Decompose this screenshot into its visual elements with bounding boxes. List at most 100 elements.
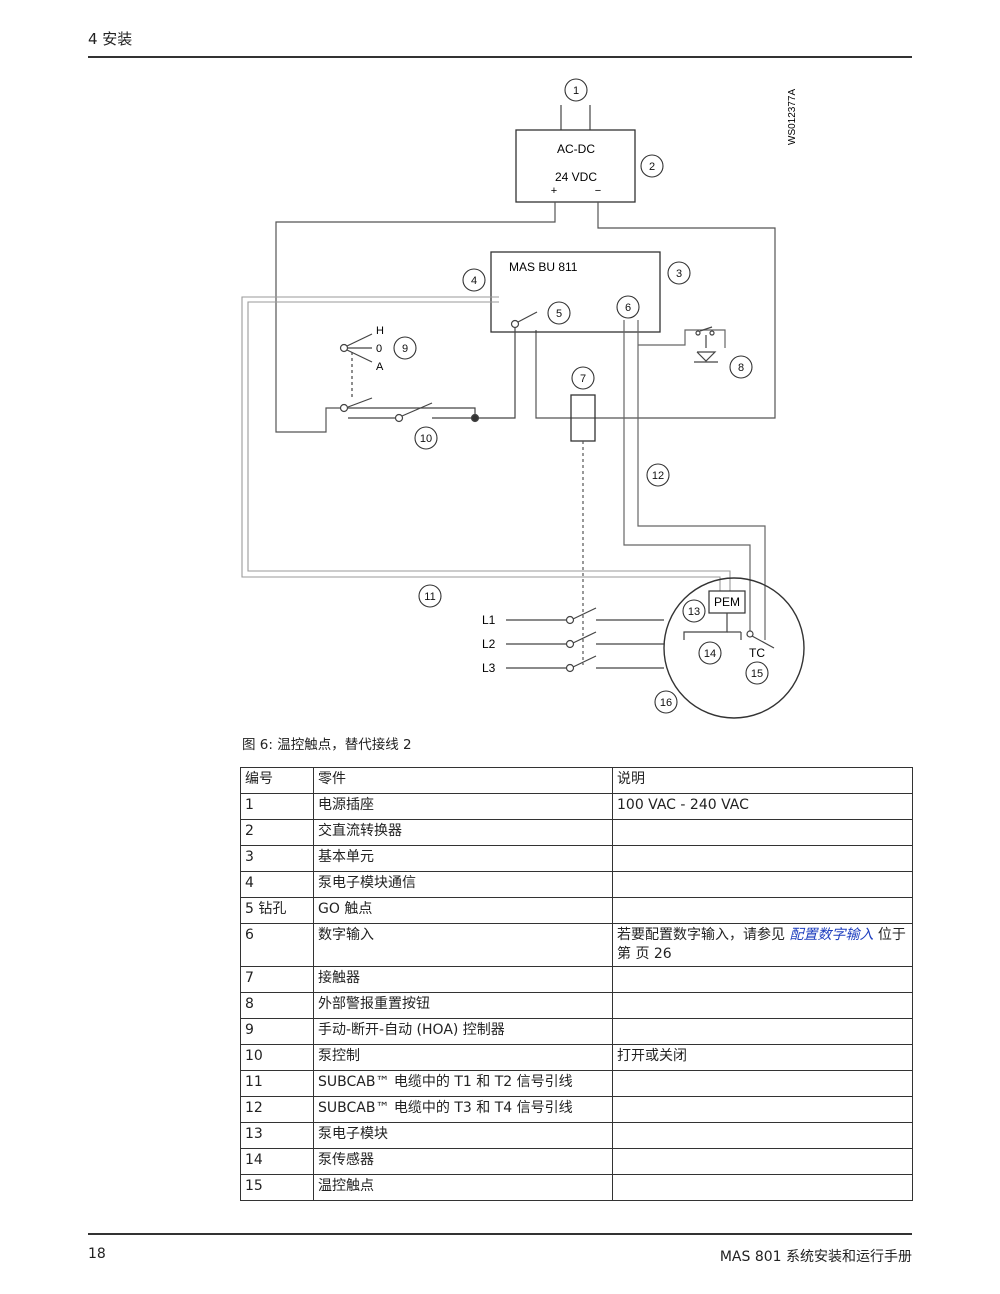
phase-label-l3: L3 (482, 661, 496, 675)
header-desc: 说明 (612, 767, 913, 794)
callout-13: 13 (688, 606, 700, 618)
callout-9: 9 (402, 343, 408, 355)
row-desc (612, 1018, 913, 1045)
row-desc-text: 若要配置数字输入，请参见 (617, 927, 790, 943)
header-num: 编号 (240, 767, 314, 794)
cable-t3-t4 (623, 320, 766, 640)
drawing-id: WS012377A (787, 89, 798, 145)
row-desc (612, 897, 913, 924)
row-part: GO 触点 (313, 897, 613, 924)
configure-digital-input-link[interactable]: 配置数字输入 (789, 927, 874, 943)
row-desc: 打开或关闭 (612, 1044, 913, 1071)
row-desc: 若要配置数字输入，请参见 配置数字输入 位于第 页 26 (612, 923, 913, 967)
dc-wiring (275, 202, 776, 433)
converter-label-2: 24 VDC (555, 170, 597, 184)
pem-label: PEM (714, 595, 740, 609)
row-num: 13 (240, 1122, 314, 1149)
pump-sensor-wiring (683, 613, 775, 649)
manual-title: MAS 801 系统安装和运行手册 (719, 1249, 912, 1265)
row-part: 基本单元 (313, 845, 613, 872)
row-desc (612, 819, 913, 846)
row-part: 电源插座 (313, 793, 613, 820)
row-part: 交直流转换器 (313, 819, 613, 846)
row-desc (612, 845, 913, 872)
row-part: 泵电子模块通信 (313, 871, 613, 898)
callout-12: 12 (652, 470, 664, 482)
callout-6: 6 (625, 302, 631, 314)
row-desc (612, 1148, 913, 1175)
callout-11: 11 (424, 591, 435, 603)
tc-label: TC (749, 646, 765, 660)
alarm-reset-button (694, 326, 718, 363)
plus-sign: + (551, 185, 557, 197)
row-desc (612, 966, 913, 993)
header-part: 零件 (313, 767, 613, 794)
row-num: 1 (240, 793, 314, 820)
section-header: 4 安装 (88, 30, 133, 48)
go-contact (475, 311, 538, 419)
base-unit-label: MAS BU 811 (509, 260, 578, 274)
row-num: 12 (240, 1096, 314, 1123)
callout-2: 2 (649, 161, 655, 173)
page-number: 18 (88, 1246, 106, 1262)
figure-caption: 图 6: 温控触点，替代接线 2 (242, 737, 412, 753)
row-desc (612, 992, 913, 1019)
power-leads (560, 105, 591, 130)
converter-label-1: AC-DC (557, 142, 595, 156)
row-part: 泵电子模块 (313, 1122, 613, 1149)
wiring-diagram: AC-DC 24 VDC + − MAS BU 811 (241, 78, 805, 719)
row-desc (612, 1174, 913, 1201)
row-num: 10 (240, 1044, 314, 1071)
row-num: 7 (240, 966, 314, 993)
callout-10: 10 (420, 433, 432, 445)
row-num: 14 (240, 1148, 314, 1175)
row-num: 5 钻孔 (240, 897, 314, 924)
three-phase-lines (506, 607, 664, 673)
header-rule (88, 56, 912, 58)
callout-16: 16 (660, 697, 672, 709)
converter-box (515, 129, 636, 203)
phase-label-l1: L1 (482, 613, 496, 627)
callout-15: 15 (751, 668, 763, 680)
row-num: 9 (240, 1018, 314, 1045)
callout-3: 3 (676, 268, 682, 280)
row-part: 泵控制 (313, 1044, 613, 1071)
row-part: 接触器 (313, 966, 613, 993)
table-header-row: 编号 零件 说明 (240, 767, 913, 794)
callout-8: 8 (738, 362, 744, 374)
row-part: SUBCAB™ 电缆中的 T1 和 T2 信号引线 (313, 1070, 613, 1097)
hoa-label-a: A (376, 361, 384, 373)
callout-5: 5 (556, 308, 562, 320)
row-part: 泵传感器 (313, 1148, 613, 1175)
callout-1: 1 (573, 85, 579, 97)
row-num: 2 (240, 819, 314, 846)
row-num: 6 (240, 923, 314, 967)
row-desc-page-ref: 位于第 页 26 (617, 927, 906, 962)
base-unit-box (490, 251, 661, 333)
row-num: 4 (240, 871, 314, 898)
hoa-label-h: H (376, 325, 384, 337)
phase-label-l2: L2 (482, 637, 496, 651)
row-desc (612, 871, 913, 898)
row-num: 11 (240, 1070, 314, 1097)
hoa-switch (339, 333, 480, 423)
row-desc (612, 1122, 913, 1149)
row-num: 3 (240, 845, 314, 872)
row-num: 15 (240, 1174, 314, 1201)
hoa-label-0: 0 (376, 343, 382, 355)
minus-sign: − (595, 185, 601, 197)
callout-numbers: 1 2 3 4 5 6 7 8 9 10 11 12 13 14 15 16 (402, 85, 763, 709)
